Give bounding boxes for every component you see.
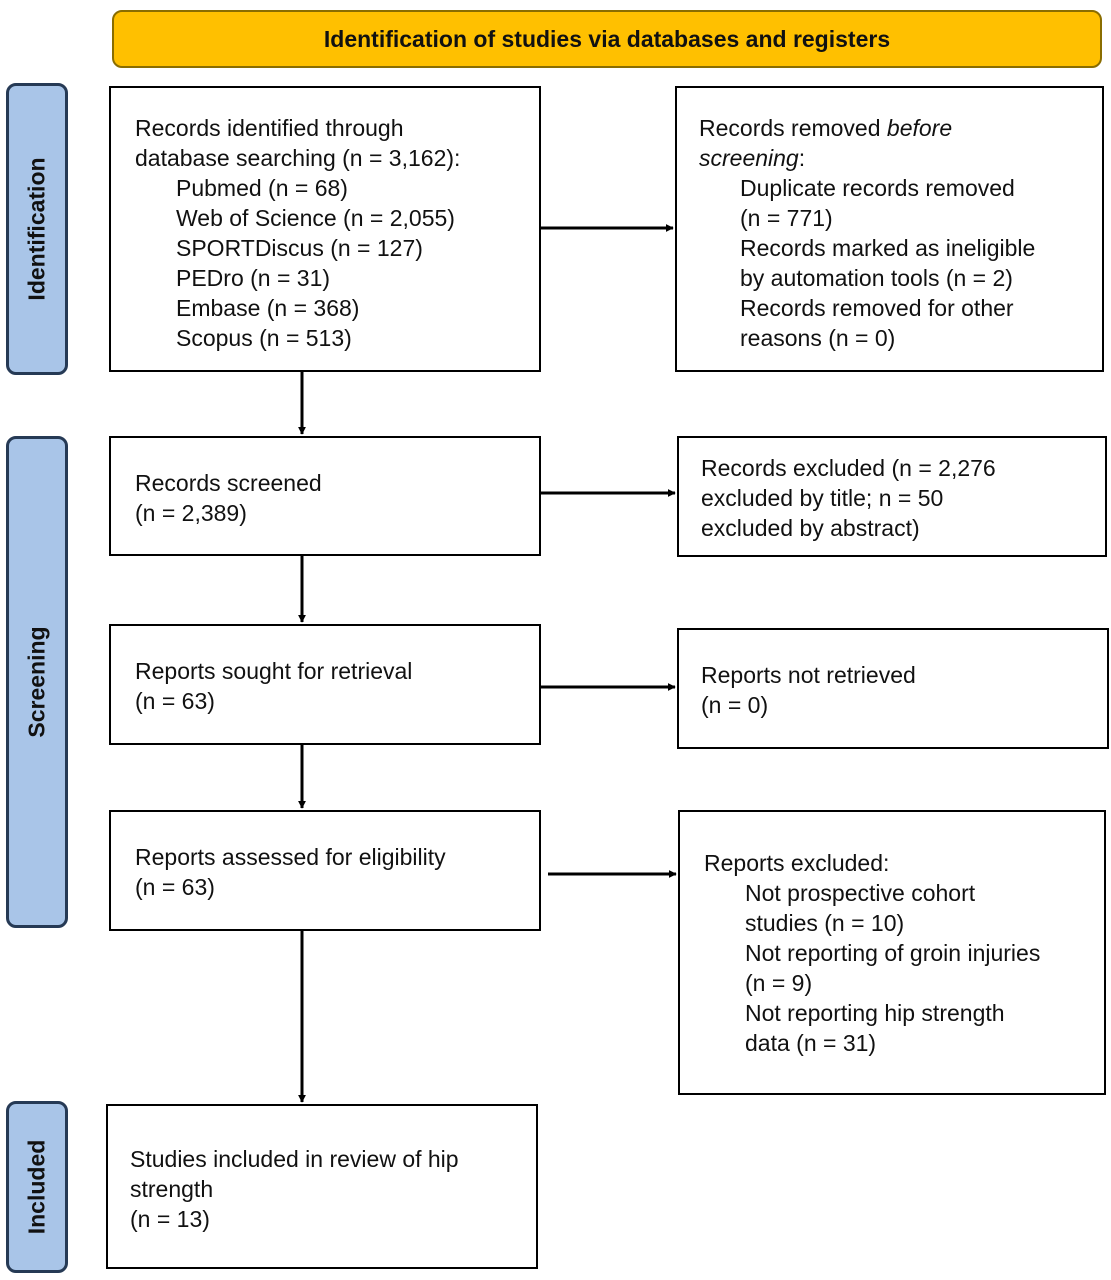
reports-assessed-line-1: Reports assessed for eligibility: [135, 844, 446, 870]
removed-item: reasons (n = 0): [740, 325, 896, 351]
box-reports-assessed: Reports assessed for eligibility (n = 63…: [109, 810, 541, 931]
records-removed-title-emph: before: [886, 115, 953, 141]
records-screened-line-1: Records screened: [135, 470, 322, 496]
reports-sought-line-2: (n = 63): [135, 688, 215, 714]
studies-included-line-1: Studies included in review of hip: [130, 1146, 459, 1172]
source-item: SPORTDiscus (n = 127): [176, 235, 423, 261]
reports-not-retrieved-line-2: (n = 0): [701, 692, 769, 718]
box-reports-not-retrieved: Reports not retrieved (n = 0): [677, 628, 1109, 749]
box-reports-excluded: Reports excluded: Not prospective cohort…: [678, 810, 1106, 1095]
reports-assessed-line-2: (n = 63): [135, 874, 215, 900]
removed-item: (n = 771): [740, 205, 833, 231]
removed-item: Records marked as ineligible: [740, 235, 1036, 261]
source-item: Web of Science (n = 2,055): [176, 205, 455, 231]
excluded-item: (n = 9): [745, 970, 813, 996]
records-removed-title-colon: :: [798, 145, 806, 171]
records-removed-title-line-2: screening:: [699, 143, 1102, 173]
box-records-excluded: Records excluded (n = 2,276 excluded by …: [677, 436, 1107, 557]
box-reports-sought: Reports sought for retrieval (n = 63): [109, 624, 541, 745]
reports-excluded-title: Reports excluded:: [704, 850, 890, 876]
excluded-item: Not prospective cohort: [745, 880, 976, 906]
records-removed-title: Records removed before: [699, 113, 1102, 143]
box-studies-included: Studies included in review of hip streng…: [106, 1104, 538, 1269]
header-title: Identification of studies via databases …: [323, 25, 891, 52]
source-item: Pubmed (n = 68): [176, 175, 348, 201]
phase-screening: Screening: [6, 436, 68, 928]
excluded-item: studies (n = 10): [745, 910, 905, 936]
records-removed-title-prefix: Records removed: [699, 115, 887, 141]
source-item: PEDro (n = 31): [176, 265, 331, 291]
excluded-item: data (n = 31): [745, 1030, 877, 1056]
source-item: Embase (n = 368): [176, 295, 360, 321]
removed-item: Duplicate records removed: [740, 175, 1015, 201]
studies-included-line-3: (n = 13): [130, 1206, 210, 1232]
phase-identification: Identification: [6, 83, 68, 375]
excluded-item: Not reporting hip strength: [745, 1000, 1005, 1026]
source-item: Scopus (n = 513): [176, 325, 352, 351]
removed-item: by automation tools (n = 2): [740, 265, 1013, 291]
phase-included: Included: [6, 1101, 68, 1273]
records-removed-title-line2: screening: [699, 145, 799, 171]
reports-sought-line-1: Reports sought for retrieval: [135, 658, 413, 684]
box-records-removed: Records removed before screening: Duplic…: [675, 86, 1104, 372]
reports-not-retrieved-line-1: Reports not retrieved: [701, 662, 916, 688]
removed-item: Records removed for other: [740, 295, 1014, 321]
excluded-item: Not reporting of groin injuries: [745, 940, 1041, 966]
records-identified-line-2: database searching (n = 3,162):: [135, 145, 461, 171]
header-banner: Identification of studies via databases …: [112, 10, 1102, 68]
box-records-identified: Records identified through database sear…: [109, 86, 541, 372]
studies-included-line-2: strength: [130, 1176, 214, 1202]
records-excluded-line-1: Records excluded (n = 2,276: [701, 455, 996, 481]
records-excluded-line-3: excluded by abstract): [701, 515, 920, 541]
records-excluded-line-2: excluded by title; n = 50: [701, 485, 944, 511]
box-records-screened: Records screened (n = 2,389): [109, 436, 541, 556]
records-identified-line-1: Records identified through: [135, 115, 404, 141]
records-screened-line-2: (n = 2,389): [135, 500, 247, 526]
